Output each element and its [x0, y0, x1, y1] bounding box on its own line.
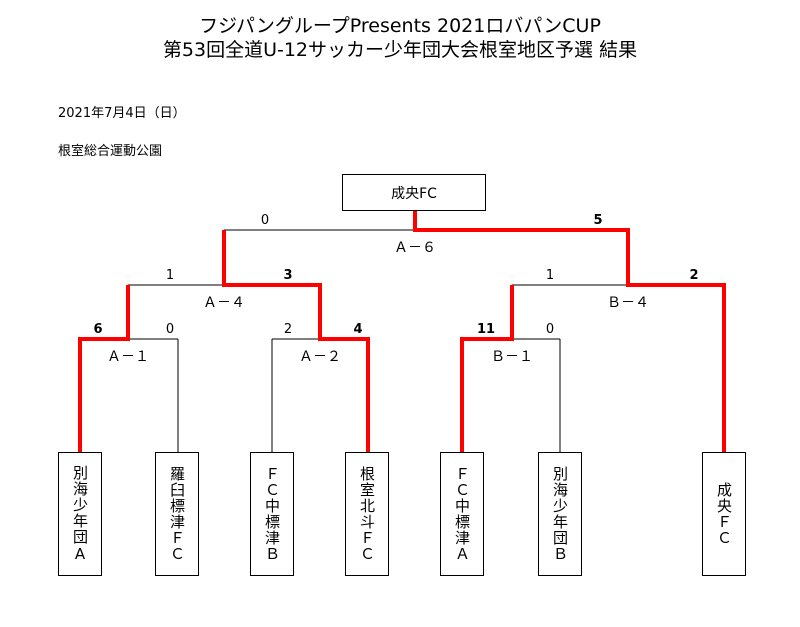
team-box: ＦＣ中標津Ｂ: [250, 452, 294, 576]
match-label-a2: Ａ－２: [299, 349, 341, 365]
event-venue: 根室総合運動公園: [58, 144, 163, 159]
score-b1-right: 0: [546, 322, 554, 337]
score-b1-left: 11: [477, 322, 495, 337]
score-a4-left: 1: [166, 268, 174, 283]
team-box: ＦＣ中標津Ａ: [440, 452, 484, 576]
team-box: 別海少年団Ｂ: [538, 452, 582, 576]
match-label-a4: Ａ－４: [203, 295, 245, 311]
match-label-a6: Ａ－６: [394, 240, 436, 256]
score-b4-right: 2: [689, 268, 698, 283]
score-a4-right: 3: [283, 268, 292, 283]
team-name: 羅臼標津ＦＣ: [168, 466, 186, 562]
score-a2-left: 2: [284, 322, 292, 337]
team-name: 別海少年団Ｂ: [551, 466, 569, 562]
team-name: ＦＣ中標津Ａ: [453, 466, 471, 562]
team-box: 別海少年団A: [58, 452, 102, 576]
bracket-lines: [128, 229, 628, 452]
page-title-line-1: フジパングループPresents 2021ロバパンCUP: [199, 15, 601, 37]
team-box: 根室北斗ＦＣ: [345, 452, 389, 576]
score-a2-right: 4: [353, 322, 362, 337]
score-a1-left: 6: [93, 322, 102, 337]
team-box: 成央ＦＣ: [702, 452, 746, 576]
match-label-a1: Ａ－１: [107, 349, 149, 365]
match-label-b1: Ｂ－１: [491, 349, 533, 365]
team-name: 別海少年団A: [71, 464, 89, 564]
score-a6-right: 5: [593, 213, 602, 228]
team-box: 羅臼標津ＦＣ: [155, 452, 199, 576]
champion-name: 成央FC: [391, 185, 437, 202]
team-name: 成央ＦＣ: [715, 482, 733, 546]
team-name: 根室北斗ＦＣ: [358, 466, 376, 562]
match-label-b4: Ｂ－４: [607, 295, 649, 311]
score-b4-left: 1: [546, 268, 554, 283]
champion-box: 成央FC: [342, 174, 486, 211]
score-a1-right: 0: [166, 322, 174, 337]
page-title-line-2: 第53回全道U-12サッカー少年団大会根室地区予選 結果: [162, 39, 638, 61]
event-date: 2021年7月4日（日）: [58, 106, 186, 121]
winner-paths: [78, 211, 726, 452]
team-name: ＦＣ中標津Ｂ: [263, 466, 281, 562]
score-a6-left: 0: [261, 213, 269, 228]
